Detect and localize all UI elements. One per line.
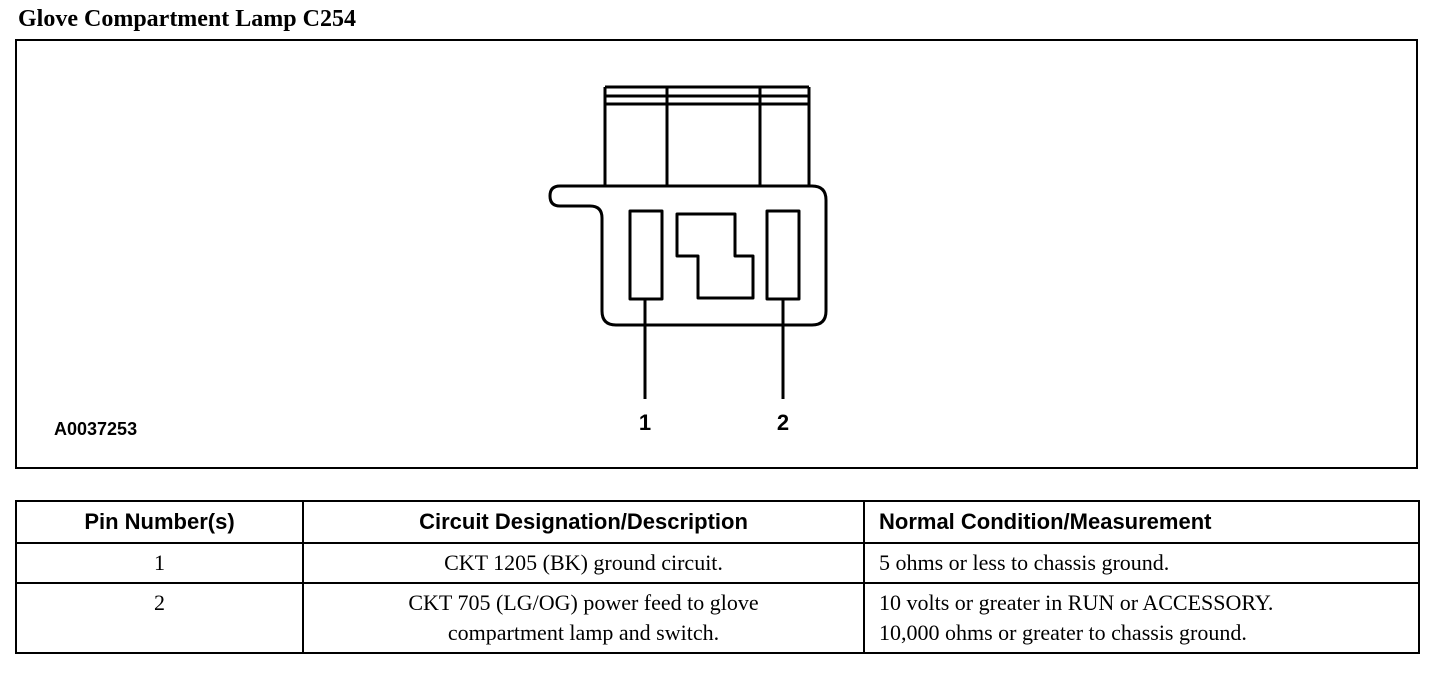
center-key <box>675 212 755 300</box>
description-line: compartment lamp and switch. <box>447 620 720 645</box>
description-line: CKT 705 (LG/OG) power feed to glove <box>408 590 759 615</box>
pin-1-label: 1 <box>639 410 651 435</box>
measurement-line: 10 volts or greater in RUN or ACCESSORY. <box>879 590 1274 615</box>
header-circuit-description: Circuit Designation/Description <box>302 500 865 544</box>
header-normal-condition: Normal Condition/Measurement <box>863 500 1420 544</box>
connector-body-outline <box>548 184 828 327</box>
measurement-line: 10,000 ohms or greater to chassis ground… <box>879 620 1247 645</box>
terminal-cavity-2 <box>765 209 801 301</box>
connector-c254-diagram: 1 2 <box>548 85 828 435</box>
pin-cell: 1 <box>15 542 304 584</box>
terminal-cavity-1 <box>628 209 664 301</box>
pin-2-label: 2 <box>777 410 789 435</box>
table-row: 2 CKT 705 (LG/OG) power feed to glove co… <box>15 582 1420 654</box>
description-cell: CKT 1205 (BK) ground circuit. <box>302 542 865 584</box>
pin-table: Pin Number(s) Circuit Designation/Descri… <box>15 500 1420 654</box>
figure-id: A0037253 <box>54 419 138 439</box>
description-cell: CKT 705 (LG/OG) power feed to glove comp… <box>302 582 865 654</box>
description-line: CKT 1205 (BK) ground circuit. <box>444 550 723 575</box>
table-row: 1 CKT 1205 (BK) ground circuit. 5 ohms o… <box>15 542 1420 584</box>
connector-figure: 1 2 A0037253 <box>15 39 1418 469</box>
measurement-line: 5 ohms or less to chassis ground. <box>879 550 1170 575</box>
connector-top-shroud <box>603 85 811 186</box>
header-pin-number: Pin Number(s) <box>15 500 304 544</box>
measurement-cell: 5 ohms or less to chassis ground. <box>863 542 1420 584</box>
table-header-row: Pin Number(s) Circuit Designation/Descri… <box>15 500 1420 544</box>
pin-cell: 2 <box>15 582 304 654</box>
measurement-cell: 10 volts or greater in RUN or ACCESSORY.… <box>863 582 1420 654</box>
diagram-title: Glove Compartment Lamp C254 <box>18 6 356 32</box>
